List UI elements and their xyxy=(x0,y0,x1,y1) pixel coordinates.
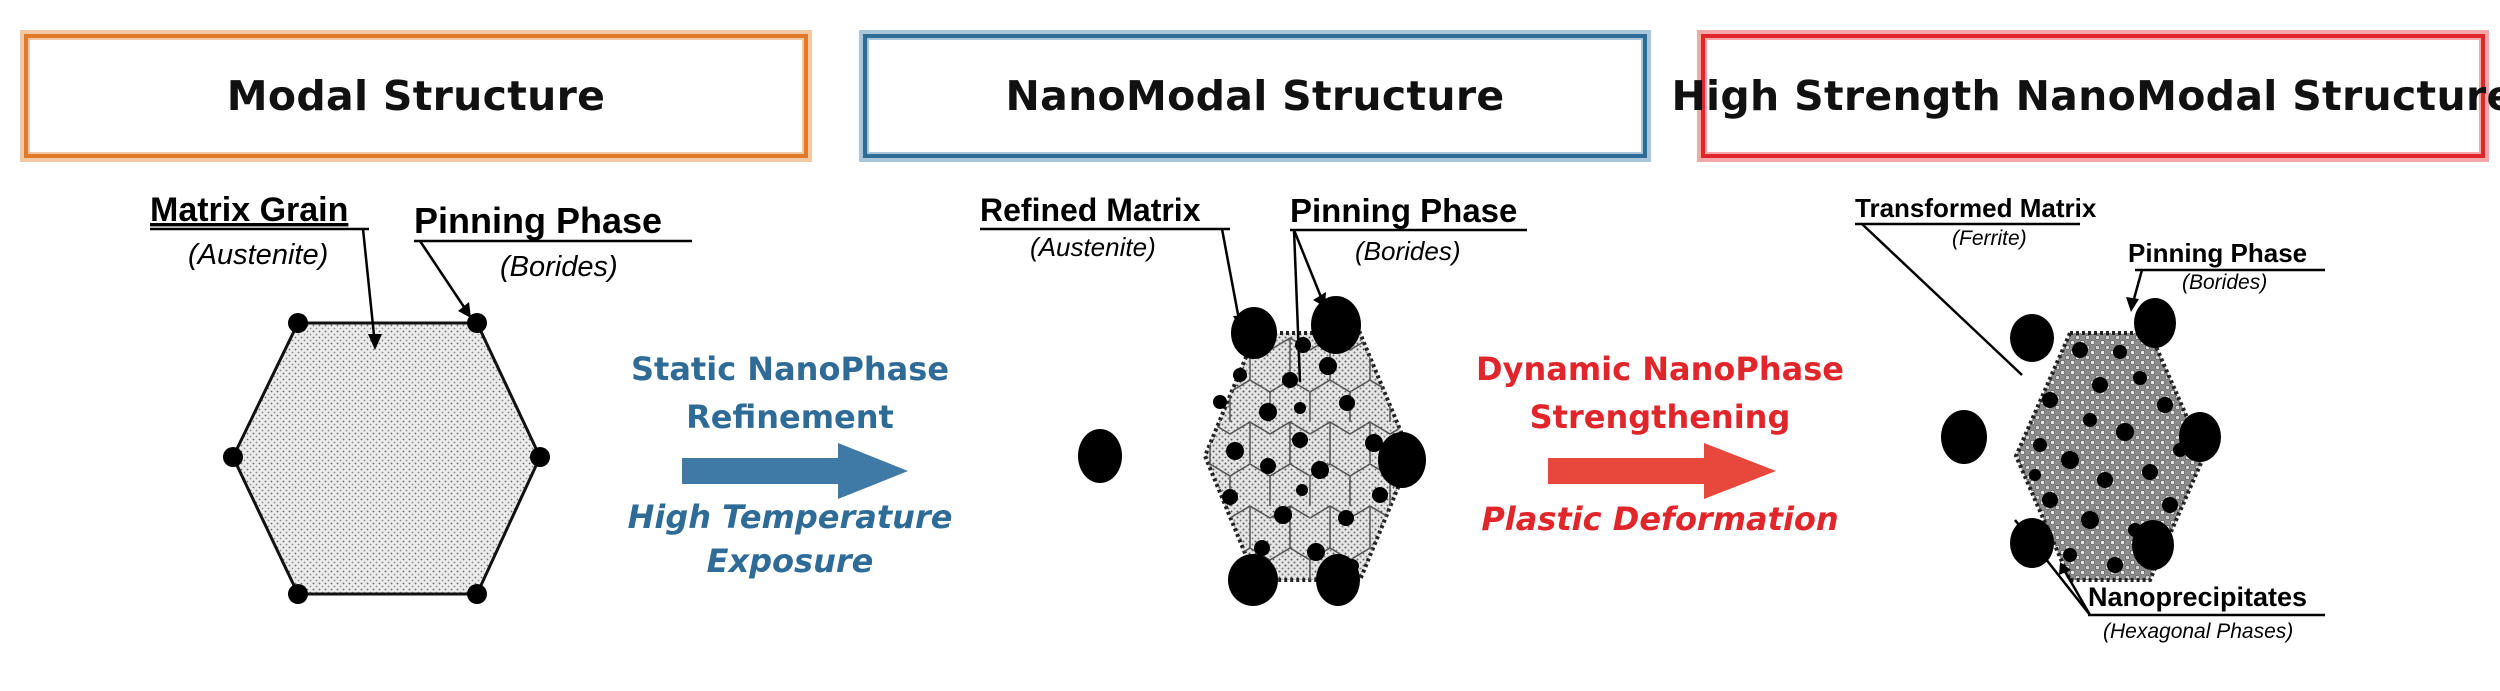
process-title-line1: Dynamic NanoPhase xyxy=(1476,350,1844,388)
label-pinning-phase: Pinning Phase xyxy=(1290,192,1517,229)
label-leaders xyxy=(980,227,1527,383)
arrow-head xyxy=(1704,443,1776,499)
process-title-line2: Strengthening xyxy=(1529,398,1791,436)
process-title-line1: Static NanoPhase xyxy=(630,350,950,388)
boride-dot xyxy=(223,447,243,467)
title-box-modal: Modal Structure xyxy=(24,34,808,158)
title-high-strength-structure: High Strength NanoModal Structure xyxy=(1671,72,2500,120)
boride-dot xyxy=(467,584,487,604)
label-leaders xyxy=(150,227,692,346)
process-condition-line2: Exposure xyxy=(706,542,874,580)
title-nanomodal-structure: NanoModal Structure xyxy=(1005,72,1505,120)
arrowhead xyxy=(458,302,471,318)
panel-high-strength: Transformed Matrix (Ferrite) Pinning Pha… xyxy=(1855,193,2325,643)
matrix-grain-hexagon xyxy=(231,321,542,596)
boride-particles xyxy=(1078,296,1426,606)
label-pinning-phase: Pinning Phase xyxy=(2128,238,2307,268)
process-arrow-2 xyxy=(1548,443,1776,499)
label-hexagonal-phases: (Hexagonal Phases) xyxy=(2103,620,2293,643)
title-box-nanomodal: NanoModal Structure xyxy=(863,34,1647,158)
process-condition-line1: Plastic Deformation xyxy=(1481,500,1839,538)
label-pinning-phase: Pinning Phase xyxy=(414,200,662,241)
boride-dot xyxy=(288,584,308,604)
panel-nanomodal: Refined Matrix (Austenite) Pinning Phase… xyxy=(980,192,1527,606)
process-arrow-1 xyxy=(682,443,908,499)
boride-particles xyxy=(223,313,550,604)
panel-modal: Matrix Grain (Austenite) Pinning Phase (… xyxy=(150,191,692,604)
label-matrix-grain: Matrix Grain xyxy=(150,191,348,229)
label-austenite: (Austenite) xyxy=(188,239,328,271)
process-static-refinement: Static NanoPhase Refinement xyxy=(610,345,970,441)
process-condition-high-temperature: High Temperature Exposure xyxy=(610,495,970,583)
boride-dot xyxy=(288,313,308,333)
arrowhead xyxy=(368,334,382,350)
title-box-high-strength: High Strength NanoModal Structure xyxy=(1671,34,2500,158)
boride-dot xyxy=(467,313,487,333)
label-borides: (Borides) xyxy=(1355,236,1460,266)
arrowhead xyxy=(1233,315,1247,330)
label-borides: (Borides) xyxy=(2182,271,2267,294)
label-borides: (Borides) xyxy=(500,251,618,283)
label-ferrite: (Ferrite) xyxy=(1952,227,2027,250)
arrow-shaft xyxy=(1548,458,1706,484)
boride-dot xyxy=(530,447,550,467)
title-modal-structure: Modal Structure xyxy=(226,72,606,120)
process-dynamic-strengthening: Dynamic NanoPhase Strengthening xyxy=(1460,345,1860,441)
arrowhead xyxy=(2126,297,2139,312)
process-condition-plastic-deformation: Plastic Deformation xyxy=(1460,497,1860,541)
label-nanoprecipitates: Nanoprecipitates xyxy=(2088,582,2307,612)
process-condition-line1: High Temperature xyxy=(627,498,953,536)
arrow-head xyxy=(838,443,908,499)
label-refined-matrix: Refined Matrix xyxy=(980,192,1201,228)
label-transformed-matrix: Transformed Matrix xyxy=(1855,193,2097,223)
arrowhead xyxy=(2059,562,2071,575)
arrowhead xyxy=(1313,292,1326,307)
label-leaders xyxy=(1855,222,2325,617)
label-austenite: (Austenite) xyxy=(1030,232,1156,262)
process-title-line2: Refinement xyxy=(686,398,894,436)
arrow-shaft xyxy=(682,458,840,484)
